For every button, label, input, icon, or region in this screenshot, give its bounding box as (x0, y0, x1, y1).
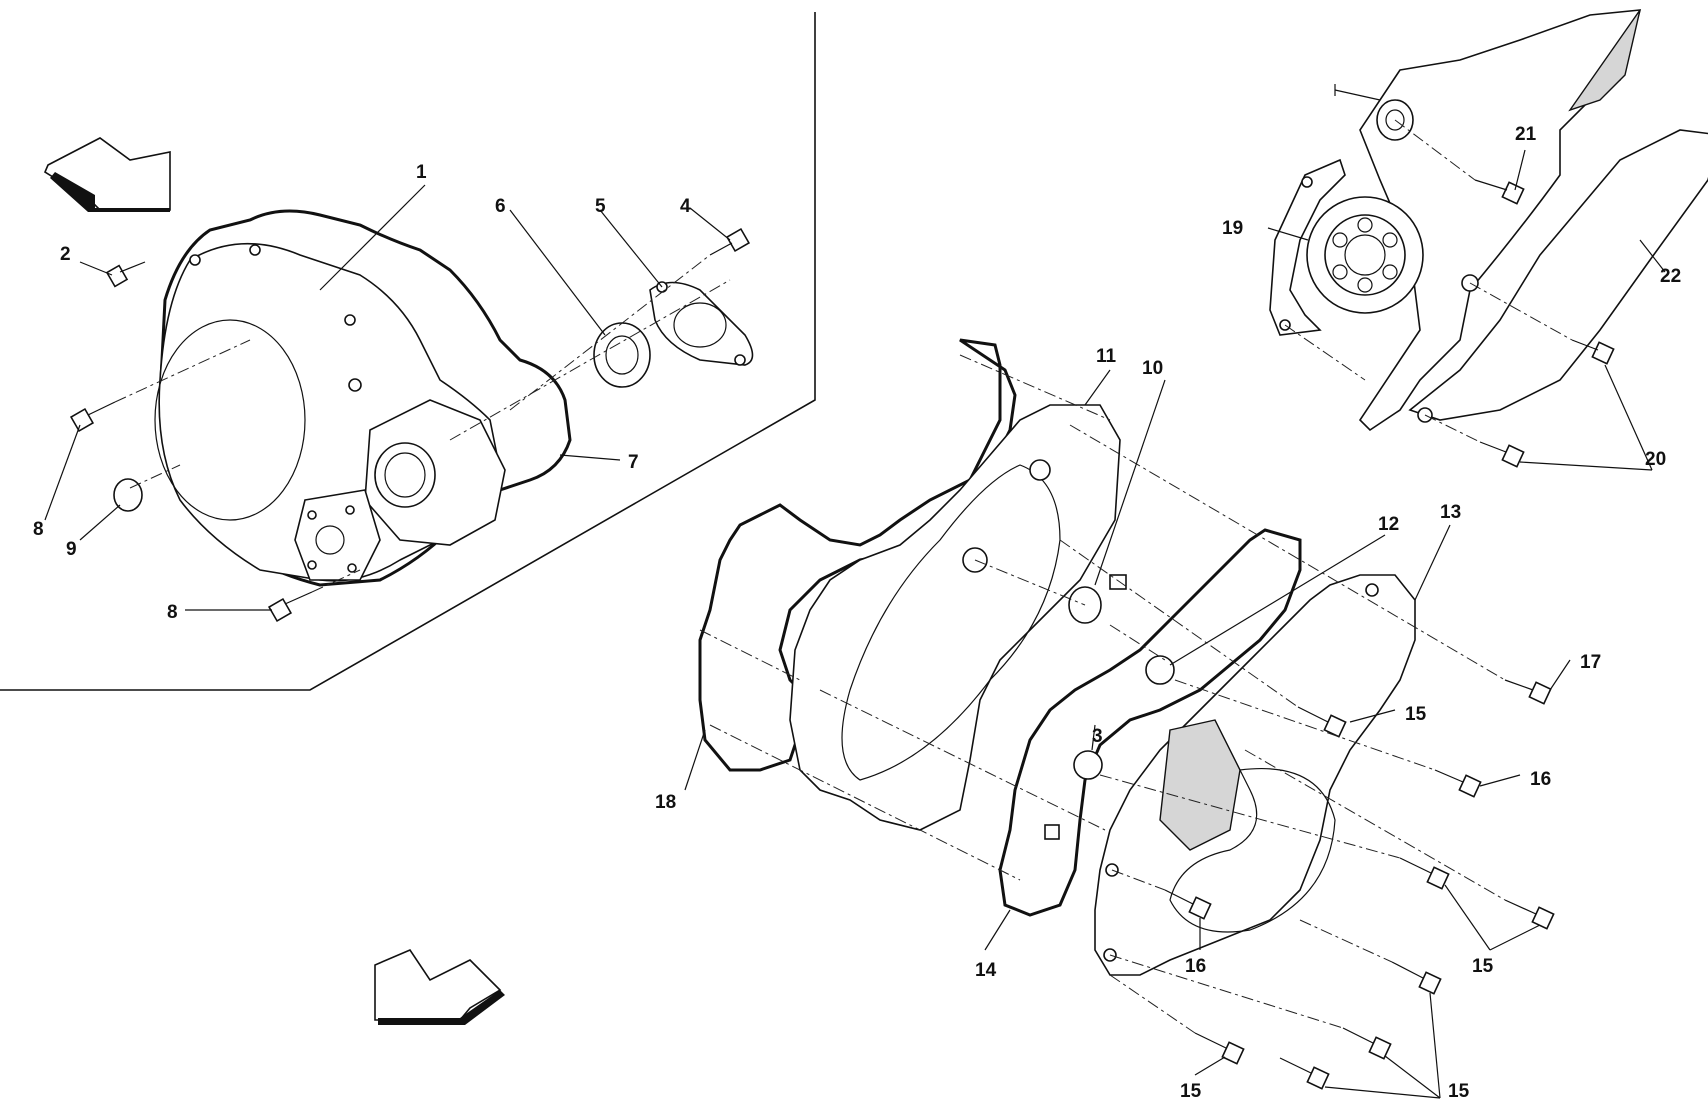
pump-bore (374, 442, 436, 508)
callout-8-lower: 8 (167, 602, 178, 623)
callout-20: 20 (1645, 449, 1666, 470)
bolt-15-b (1399, 857, 1450, 890)
callout-1: 1 (416, 162, 427, 183)
callout-15-c: 15 (1180, 1081, 1202, 1100)
callout-11: 11 (1096, 346, 1117, 367)
callout-13: 13 (1440, 502, 1461, 523)
callout-17: 17 (1580, 652, 1601, 673)
bolt-15-g (1194, 1032, 1245, 1065)
callout-12: 12 (1378, 514, 1399, 535)
drive-sprocket (1306, 196, 1424, 314)
bolt-15-d (1391, 961, 1442, 995)
clutch-cover-assembly (154, 209, 572, 587)
bolt-20-lower (1479, 441, 1525, 468)
bolt-15-f (1279, 1057, 1330, 1090)
bolt-8-upper (69, 401, 116, 433)
inner-cover (789, 404, 1121, 831)
pump-cover-gasket (649, 281, 754, 366)
callout-2: 2 (60, 244, 71, 265)
dowel-3 (1073, 750, 1103, 780)
cover-flange (294, 489, 381, 581)
callout-14: 14 (975, 960, 997, 981)
orientation-arrow-bottom (374, 949, 505, 1025)
callout-22: 22 (1660, 266, 1681, 287)
callout-16-b: 16 (1185, 956, 1206, 977)
callout-5: 5 (595, 196, 606, 217)
callout-10: 10 (1142, 358, 1163, 379)
callout-15-d: 15 (1448, 1081, 1470, 1100)
callout-15-b: 15 (1472, 956, 1494, 977)
callout-6: 6 (495, 196, 506, 217)
chain-guide (1408, 129, 1708, 421)
shaft-seal (593, 322, 651, 388)
bolt-4 (709, 227, 751, 256)
bushing-12 (1145, 655, 1175, 685)
generator-gasket (998, 528, 1302, 917)
callout-4: 4 (680, 196, 691, 217)
inset-frame (0, 12, 816, 691)
sprocket-cover-assembly (1334, 9, 1708, 432)
orientation-arrow-top (43, 137, 171, 212)
bolt-20-upper (1571, 339, 1615, 365)
callout-3: 3 (1092, 726, 1103, 747)
callout-18: 18 (655, 792, 676, 813)
bolt-16-b (1164, 889, 1212, 920)
bolt-15-a (1297, 706, 1347, 738)
sprocket-plate (1269, 158, 1346, 336)
bushing-9 (113, 478, 143, 512)
callout-9: 9 (66, 539, 77, 560)
callout-16-a: 16 (1530, 769, 1551, 790)
callout-19: 19 (1222, 218, 1243, 239)
bolt-15-c (1504, 899, 1555, 930)
bolt-15-e (1342, 1027, 1392, 1060)
callout-8-upper: 8 (33, 519, 44, 540)
dowel-lower (1044, 824, 1060, 840)
callout-21: 21 (1515, 124, 1537, 145)
bolt-17 (1504, 679, 1552, 705)
bolt-8-lower (267, 591, 313, 623)
callout-15-a: 15 (1405, 704, 1427, 725)
bolt-16-a (1434, 769, 1482, 798)
generator-cover (1094, 574, 1416, 976)
callout-7: 7 (628, 452, 639, 473)
cover-dome (154, 319, 306, 521)
bolt-2 (105, 261, 146, 288)
dowel-upper (1109, 574, 1127, 590)
